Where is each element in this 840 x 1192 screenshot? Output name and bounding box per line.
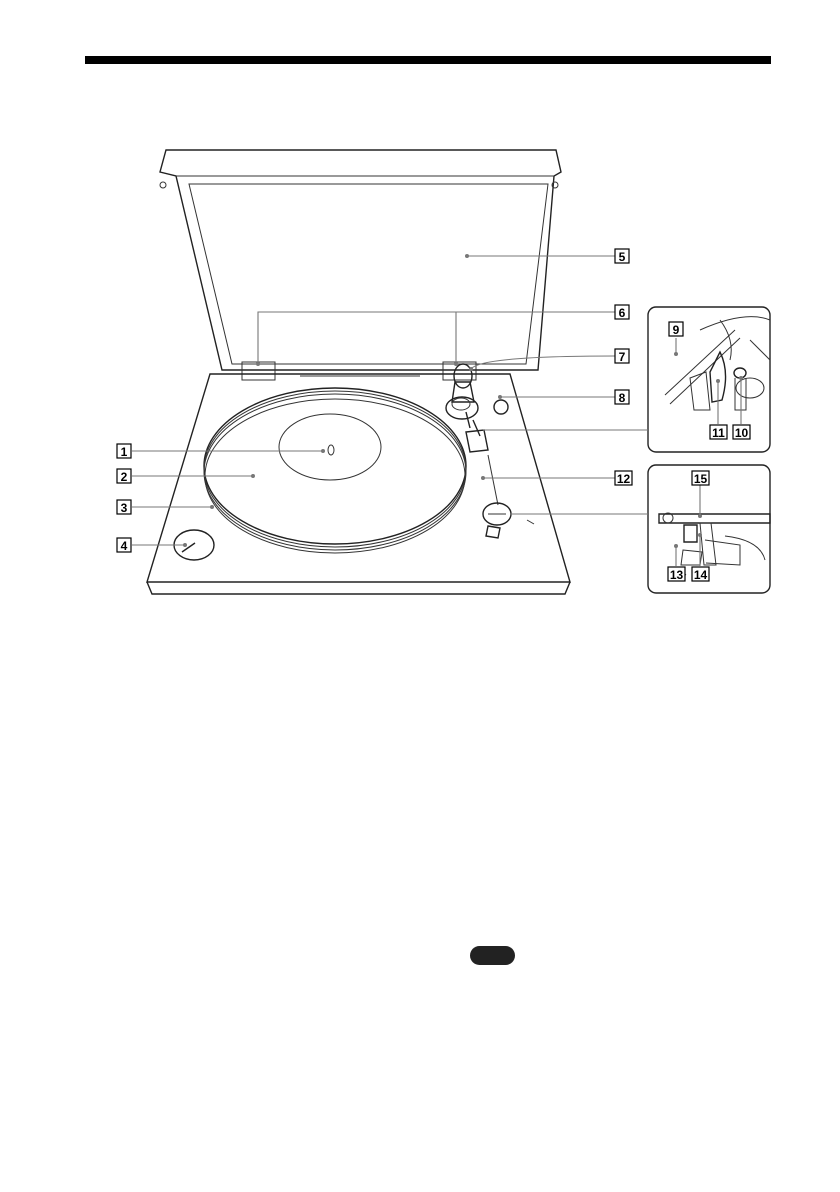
callout-13: 13 <box>668 567 685 582</box>
callout-4: 4 <box>117 538 131 553</box>
callout-11: 11 <box>710 425 727 440</box>
callout-9: 9 <box>669 322 683 337</box>
callout-15: 15 <box>692 471 709 486</box>
callout-6-text: 6 <box>619 306 626 320</box>
callout-2: 2 <box>117 469 131 484</box>
leader-lines <box>132 254 743 566</box>
callout-4-text: 4 <box>121 539 128 553</box>
inset-arm-rest <box>648 307 770 452</box>
callout-14: 14 <box>692 567 709 582</box>
callout-3: 3 <box>117 500 131 515</box>
callout-12-text: 12 <box>617 472 631 486</box>
callout-5: 5 <box>615 249 629 264</box>
callout-9-text: 9 <box>673 323 680 337</box>
callout-14-text: 14 <box>694 568 708 582</box>
callout-8-text: 8 <box>619 391 626 405</box>
callout-10-text: 10 <box>735 426 749 440</box>
platter <box>204 388 466 553</box>
dust-cover <box>160 150 561 380</box>
note-badge <box>470 946 515 965</box>
callout-15-text: 15 <box>694 472 708 486</box>
callout-1: 1 <box>117 444 131 459</box>
callout-7-text: 7 <box>619 350 626 364</box>
callout-11-text: 11 <box>712 426 725 440</box>
callout-8: 8 <box>615 390 629 405</box>
callout-6: 6 <box>615 305 629 320</box>
tonearm <box>446 364 534 538</box>
callout-5-text: 5 <box>619 250 626 264</box>
callout-12: 12 <box>615 471 632 486</box>
callout-10: 10 <box>733 425 750 440</box>
callout-7: 7 <box>615 349 629 364</box>
callout-2-text: 2 <box>121 470 128 484</box>
callout-1-text: 1 <box>121 445 128 459</box>
callout-3-text: 3 <box>121 501 128 515</box>
callout-13-text: 13 <box>670 568 684 582</box>
turntable-base <box>147 374 570 594</box>
